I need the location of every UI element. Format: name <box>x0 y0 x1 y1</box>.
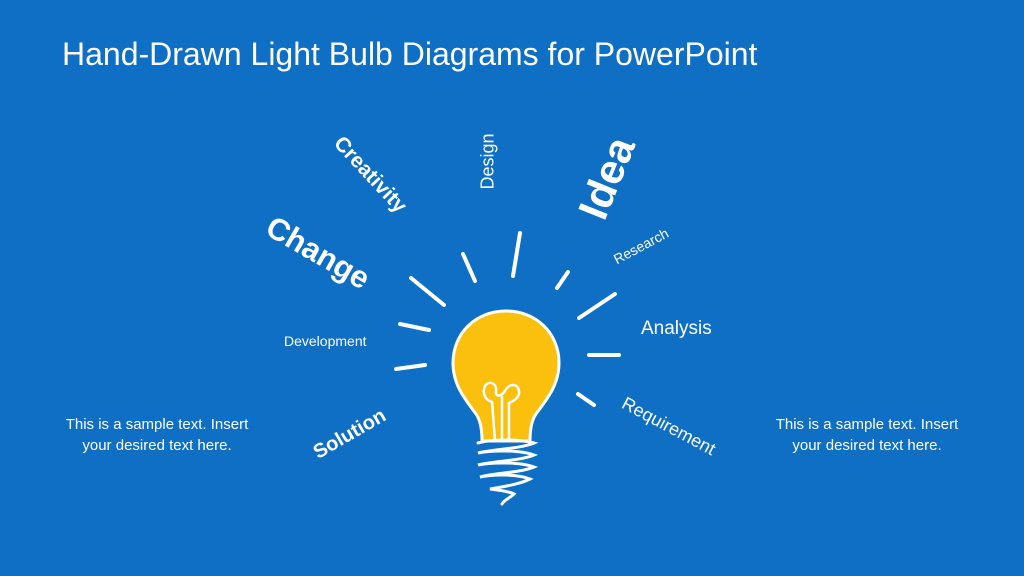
left-sample-text: This is a sample text. Insert your desir… <box>65 416 249 454</box>
right-sample-text: This is a sample text. Insert your desir… <box>775 416 959 454</box>
ray <box>461 252 477 283</box>
ray <box>511 231 522 278</box>
filament-wire <box>482 381 521 443</box>
ray <box>394 363 427 371</box>
ray <box>555 270 570 290</box>
ray <box>398 322 431 332</box>
filament <box>482 381 521 443</box>
word-design: Design <box>477 133 498 190</box>
word-development: Development <box>284 333 367 349</box>
ray <box>577 292 617 320</box>
base-threads <box>476 438 539 506</box>
light-rays <box>394 231 621 407</box>
ray <box>576 392 596 407</box>
word-analysis: Analysis <box>641 318 712 339</box>
bulb-glass <box>451 309 561 443</box>
bulb-base <box>476 438 539 506</box>
ray <box>409 276 446 307</box>
slide-title: Hand-Drawn Light Bulb Diagrams for Power… <box>62 36 758 72</box>
